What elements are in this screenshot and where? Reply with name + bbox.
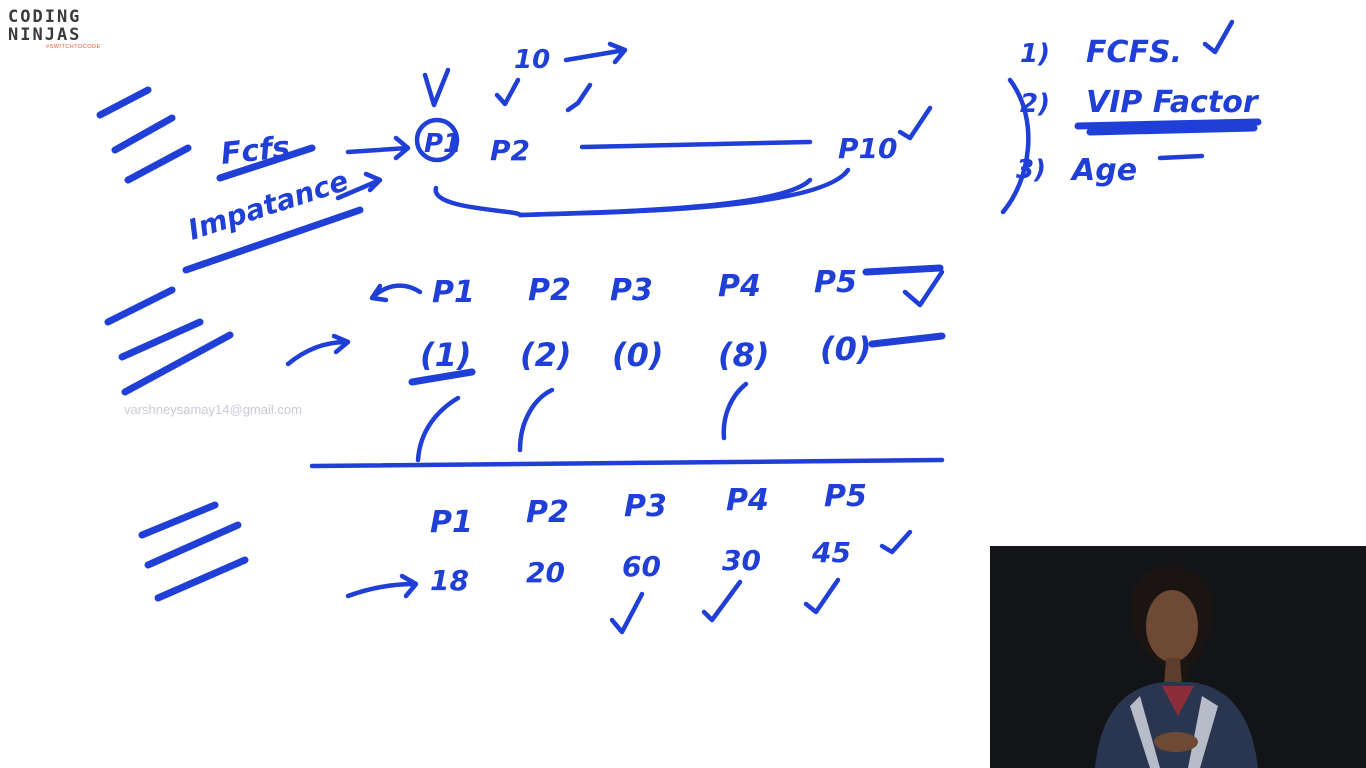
vip-proc-1: P1 bbox=[432, 275, 475, 310]
logo-line-2: NINJAS bbox=[8, 25, 82, 45]
vip-val-5: (0) bbox=[820, 330, 872, 368]
top-p10: P10 bbox=[838, 132, 898, 165]
vip-val-2: (2) bbox=[520, 336, 572, 374]
age-proc-3: P3 bbox=[624, 489, 667, 524]
age-proc-5: P5 bbox=[824, 479, 867, 514]
logo-tagline: #SWITCHTOCODE bbox=[46, 44, 101, 50]
importance-label: Impatance bbox=[184, 164, 352, 247]
age-val-4: 30 bbox=[722, 544, 761, 577]
criteria-1-text: FCFS. bbox=[1086, 35, 1182, 70]
presenter-video bbox=[990, 546, 1366, 768]
coding-ninjas-logo: CODING NINJAS #SWITCHTOCODE bbox=[8, 8, 118, 58]
top-p2: P2 bbox=[490, 134, 530, 167]
criteria-list: 1) FCFS. 2) VIP Factor 3) Age bbox=[1000, 19, 1262, 215]
top-section: Fcfs Impatance P1 P2 10 P10 bbox=[182, 41, 933, 274]
watermark-email: varshneysamay14@gmail.com bbox=[124, 402, 302, 417]
criteria-1-num: 1) bbox=[1020, 39, 1050, 69]
vip-table: P1 P2 P3 P4 P5 (1) (2) (0) (8) (0) bbox=[285, 264, 946, 463]
age-proc-1: P1 bbox=[430, 505, 473, 540]
top-count: 10 bbox=[514, 45, 550, 75]
age-val-1: 18 bbox=[430, 564, 469, 597]
vip-val-3: (0) bbox=[612, 336, 664, 374]
vip-val-1: (1) bbox=[420, 336, 472, 374]
margin-strokes bbox=[96, 86, 249, 602]
age-val-3: 60 bbox=[622, 550, 661, 583]
age-proc-2: P2 bbox=[526, 495, 569, 530]
criteria-3-text: Age bbox=[1070, 153, 1137, 188]
logo-line-1: CODING bbox=[8, 7, 82, 27]
vip-proc-2: P2 bbox=[528, 273, 571, 308]
webcam-overlay bbox=[990, 546, 1366, 768]
age-proc-4: P4 bbox=[726, 483, 769, 518]
age-table: P1 P2 P3 P4 P5 18 20 60 30 45 bbox=[345, 479, 913, 635]
vip-val-4: (8) bbox=[718, 336, 770, 374]
vip-proc-4: P4 bbox=[718, 269, 761, 304]
top-p1: P1 bbox=[424, 129, 461, 159]
vip-proc-3: P3 bbox=[610, 273, 653, 308]
vip-proc-5: P5 bbox=[814, 265, 857, 300]
divider-line bbox=[309, 457, 945, 469]
criteria-2-text: VIP Factor bbox=[1086, 85, 1260, 120]
age-val-5: 45 bbox=[811, 536, 851, 569]
age-val-2: 20 bbox=[526, 556, 565, 589]
